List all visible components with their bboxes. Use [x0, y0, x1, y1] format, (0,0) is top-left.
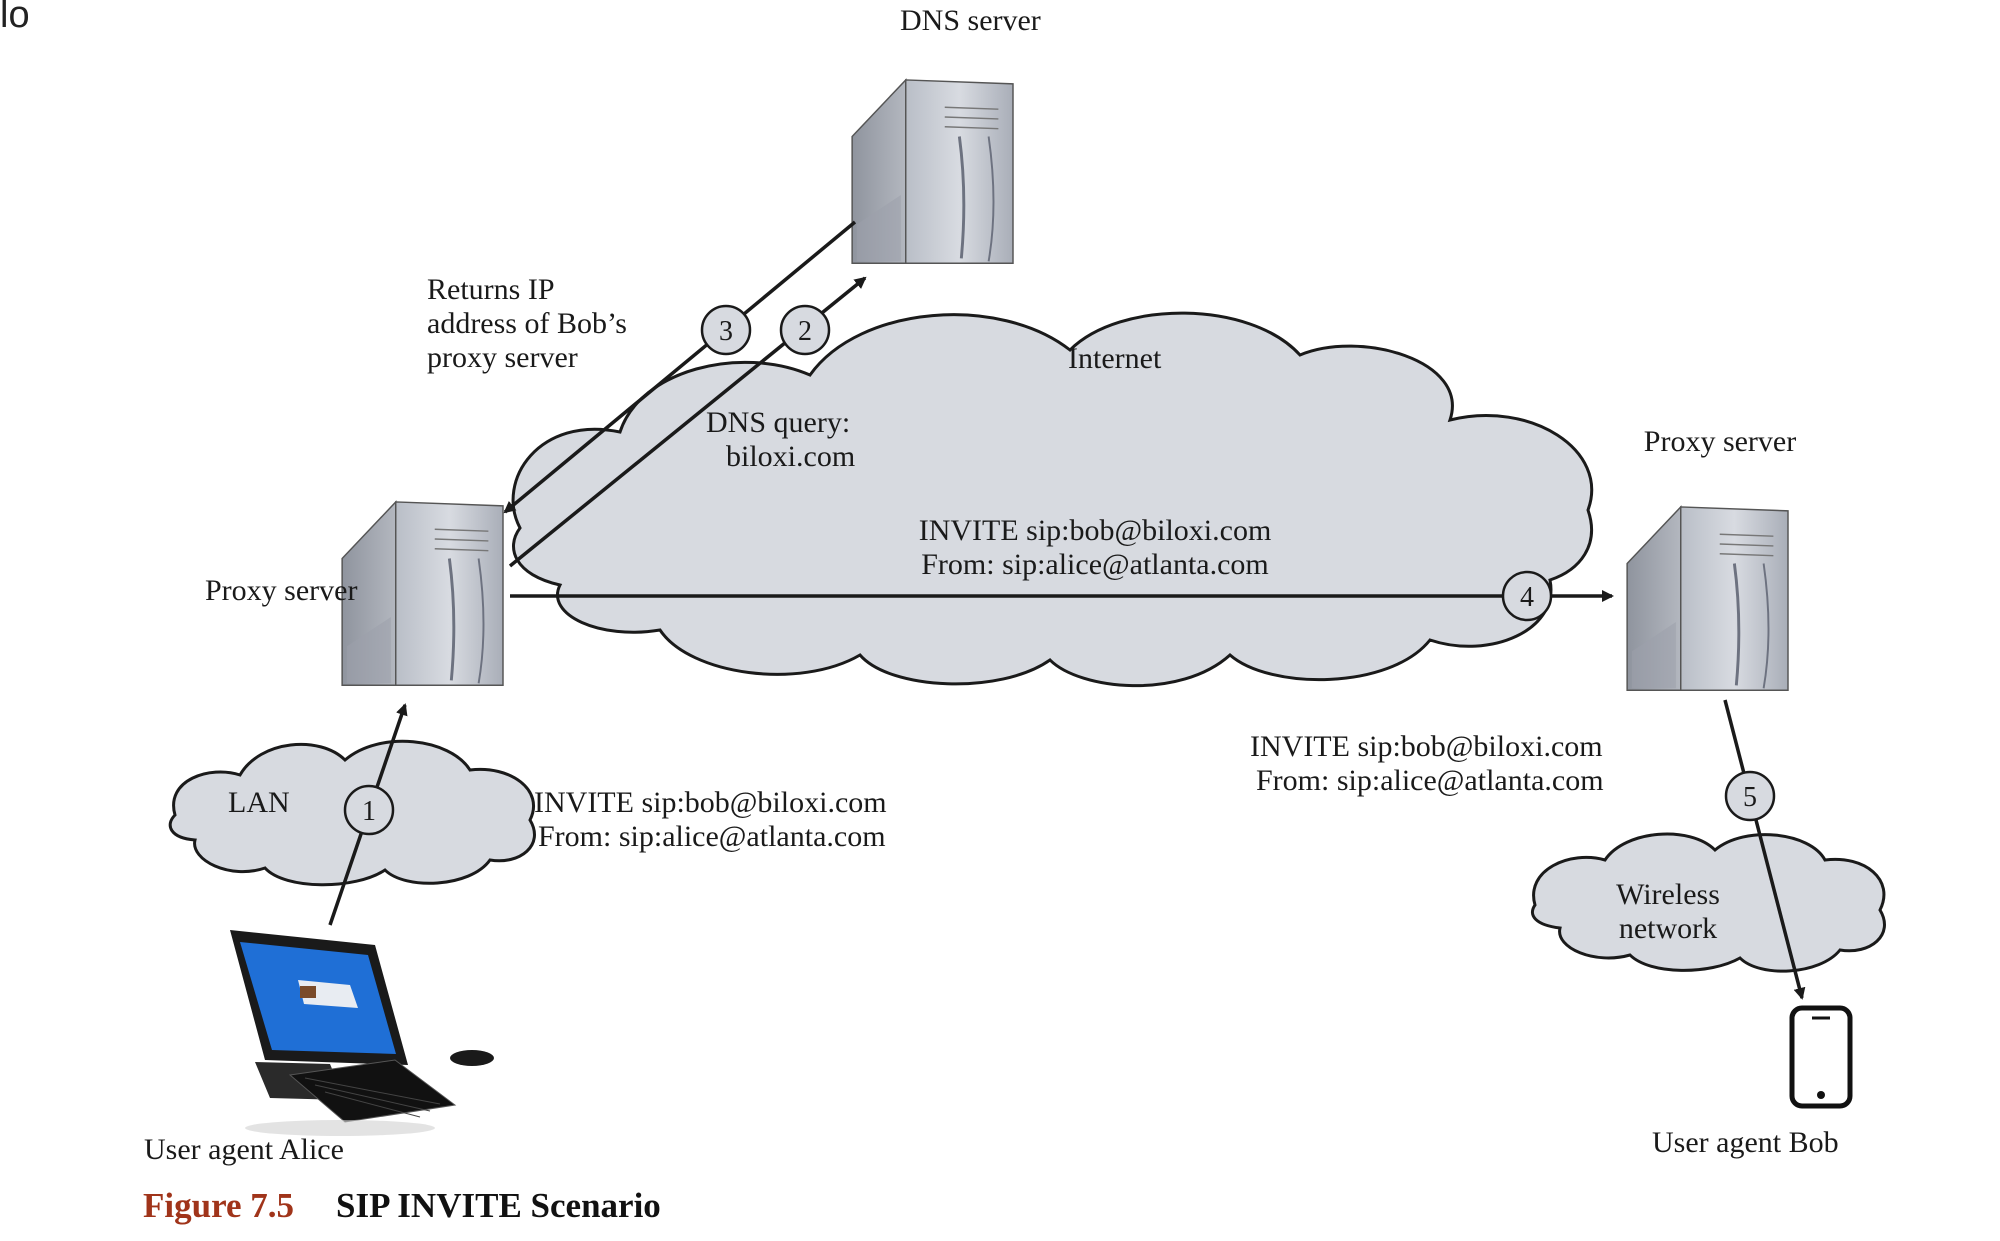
user-bob-label: User agent Bob [1652, 1126, 1839, 1159]
dns-query-line-1: DNS query: [706, 406, 851, 439]
proxy-left-label: Proxy server [205, 574, 358, 607]
wireless-label: Wireless network [1616, 878, 1720, 945]
dns-query-annotation: DNS query: biloxi.com [706, 406, 855, 474]
internet-cloud [511, 311, 1594, 688]
returns-ip-line-2: address of Bob’s [427, 307, 627, 340]
invite-internet-line-2: From: sip:alice@atlanta.com [921, 548, 1269, 581]
step-2-label: 2 [798, 316, 812, 347]
wireless-cloud [1530, 832, 1886, 973]
internet-label: Internet [1068, 342, 1162, 375]
figure-caption: Figure 7.5 SIP INVITE Scenario [143, 1186, 661, 1226]
bob-phone-icon [1789, 1005, 1853, 1109]
lan-label: LAN [228, 786, 290, 819]
step-3-label: 3 [719, 316, 733, 347]
figure-title: SIP INVITE Scenario [336, 1186, 661, 1225]
proxy-server-right-icon [1625, 505, 1790, 692]
step-4-marker: 4 [1501, 570, 1553, 622]
invite-lan-line-2: From: sip:alice@atlanta.com [538, 820, 886, 853]
corner-text: lo [0, 0, 30, 36]
user-alice-label: User agent Alice [144, 1133, 344, 1166]
arrow-step-5 [1723, 699, 1806, 1000]
returns-ip-line-3: proxy server [427, 341, 578, 374]
dns-server-label: DNS server [900, 4, 1041, 37]
step-5-marker: 5 [1724, 770, 1776, 822]
proxy-right-label: Proxy server [1643, 425, 1797, 458]
invite-internet-line-1: INVITE sip:bob@biloxi.com [918, 514, 1272, 547]
step-4-label: 4 [1520, 582, 1534, 613]
step-2-marker: 2 [779, 304, 831, 356]
invite-lan-line-1: INVITE sip:bob@biloxi.com [534, 786, 887, 819]
invite-right-line-1: INVITE sip:bob@biloxi.com [1250, 730, 1603, 763]
figure-number: Figure 7.5 [143, 1186, 295, 1225]
invite-internet-annotation: INVITE sip:bob@biloxi.com From: sip:alic… [840, 514, 1350, 582]
returns-ip-annotation: Returns IP address of Bob’s proxy server [427, 273, 627, 375]
dns-server-icon [850, 78, 1015, 265]
step-markers: 1 2 3 4 5 [343, 304, 1776, 836]
returns-ip-line-1: Returns IP [427, 273, 555, 306]
dns-query-line-2: biloxi.com [726, 440, 856, 473]
invite-right-annotation: INVITE sip:bob@biloxi.com From: sip:alic… [1250, 730, 1604, 798]
invite-lan-annotation: INVITE sip:bob@biloxi.com From: sip:alic… [534, 786, 887, 854]
invite-right-line-2: From: sip:alice@atlanta.com [1256, 764, 1604, 797]
arrow-step-3 [503, 220, 857, 514]
step-1-marker: 1 [343, 784, 395, 836]
step-1-label: 1 [362, 796, 376, 827]
alice-computer-icon [230, 930, 494, 1136]
proxy-server-left-icon [340, 500, 505, 687]
step-3-marker: 3 [700, 304, 752, 356]
step-5-label: 5 [1743, 782, 1757, 813]
